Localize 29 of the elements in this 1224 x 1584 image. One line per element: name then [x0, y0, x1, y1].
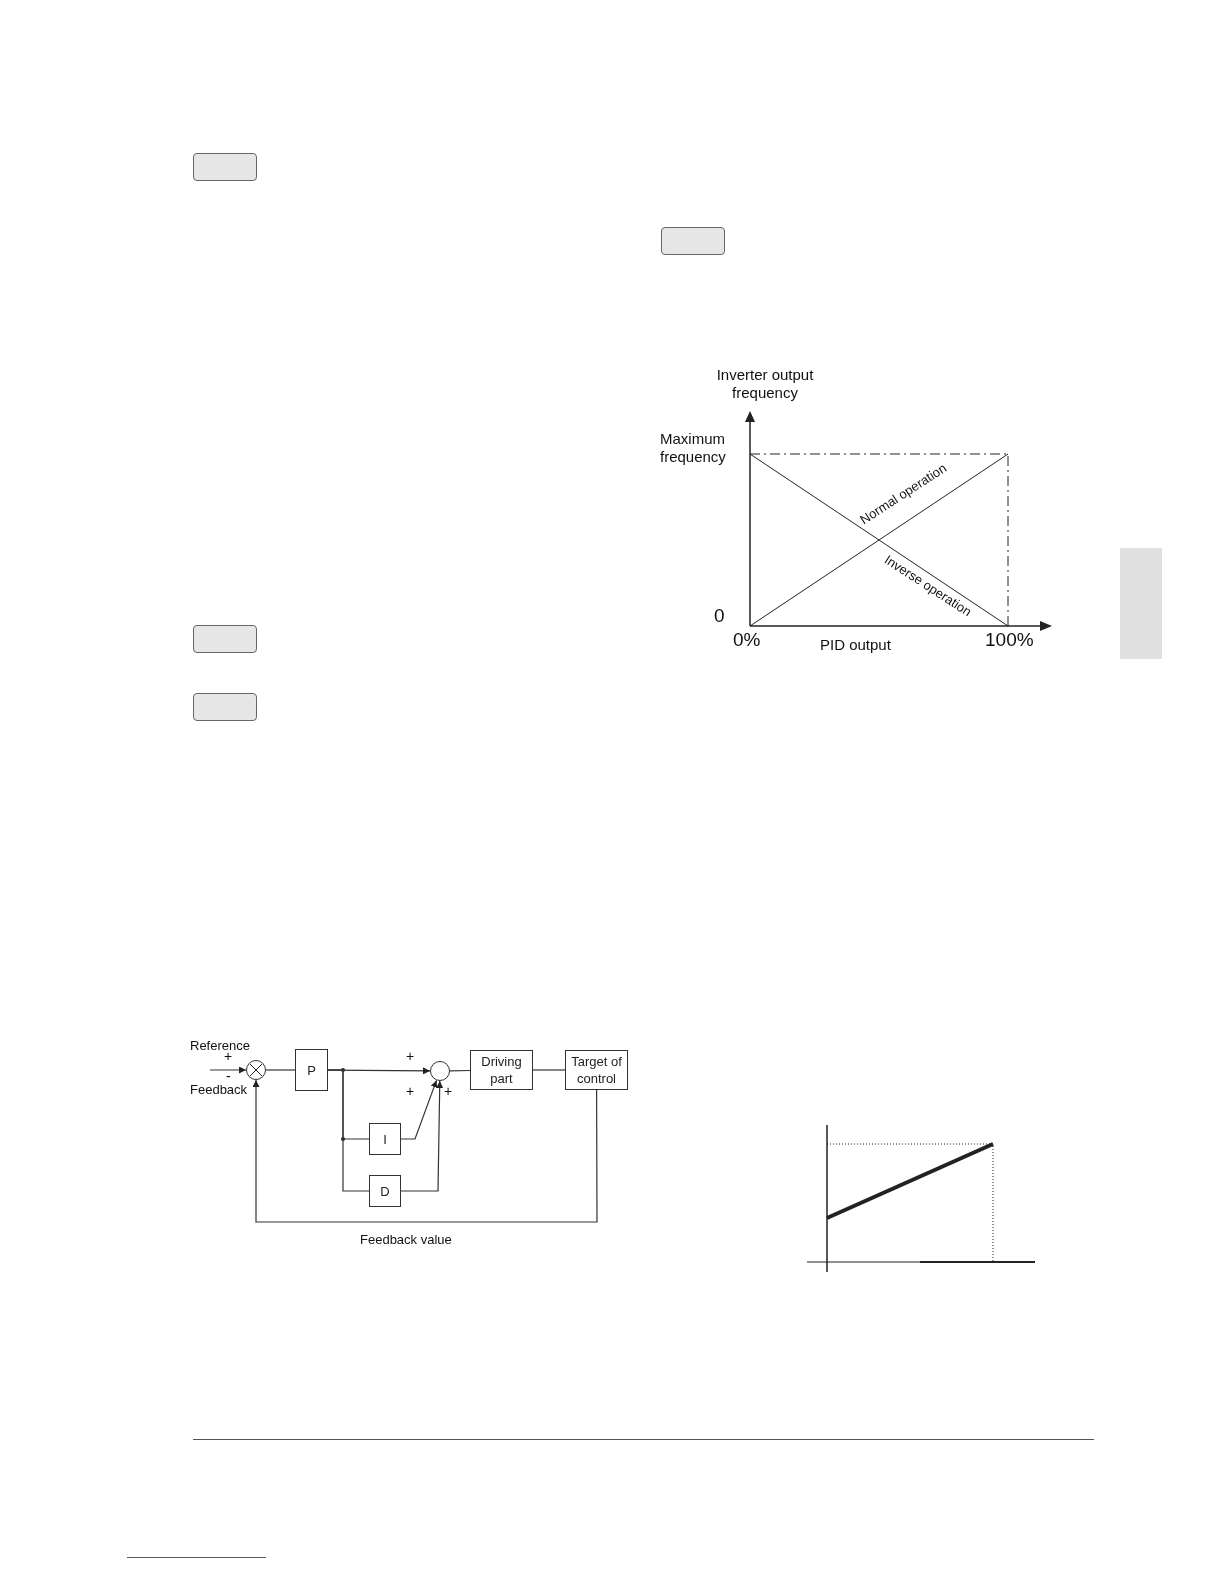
- edge-label: Feedback value: [360, 1232, 452, 1247]
- arrow: [252, 1079, 598, 1223]
- summing-junction: [246, 1060, 266, 1080]
- tick-label: 0%: [733, 628, 761, 651]
- block-box: Target of control: [565, 1050, 628, 1090]
- arrow: [209, 1066, 247, 1074]
- sign-label: -: [226, 1068, 231, 1085]
- sign-label: +: [406, 1048, 415, 1065]
- axis-title: PID output: [820, 636, 891, 654]
- sign-label: +: [406, 1083, 415, 1100]
- connector-line: [532, 1069, 566, 1071]
- connector-line: [449, 1069, 471, 1072]
- arrow: [400, 1080, 444, 1192]
- tick-label: 0: [714, 604, 725, 627]
- summing-junction: [430, 1061, 450, 1081]
- input-label: Reference: [190, 1038, 250, 1053]
- tick-label: Maximum frequency: [660, 430, 727, 466]
- input-label: Feedback: [190, 1082, 248, 1098]
- connector-line: [265, 1069, 296, 1071]
- block-box: I: [369, 1123, 401, 1155]
- axis-title: Inverter output frequency: [715, 366, 815, 402]
- sign-label: +: [444, 1083, 453, 1100]
- connector-line: [327, 1069, 370, 1192]
- side-tab: [1120, 548, 1162, 659]
- tick-label: 100%: [985, 628, 1034, 651]
- arrow: [400, 1079, 438, 1140]
- block-box: Driving part: [470, 1050, 533, 1090]
- block-box: P: [295, 1049, 328, 1091]
- block-box: D: [369, 1175, 401, 1207]
